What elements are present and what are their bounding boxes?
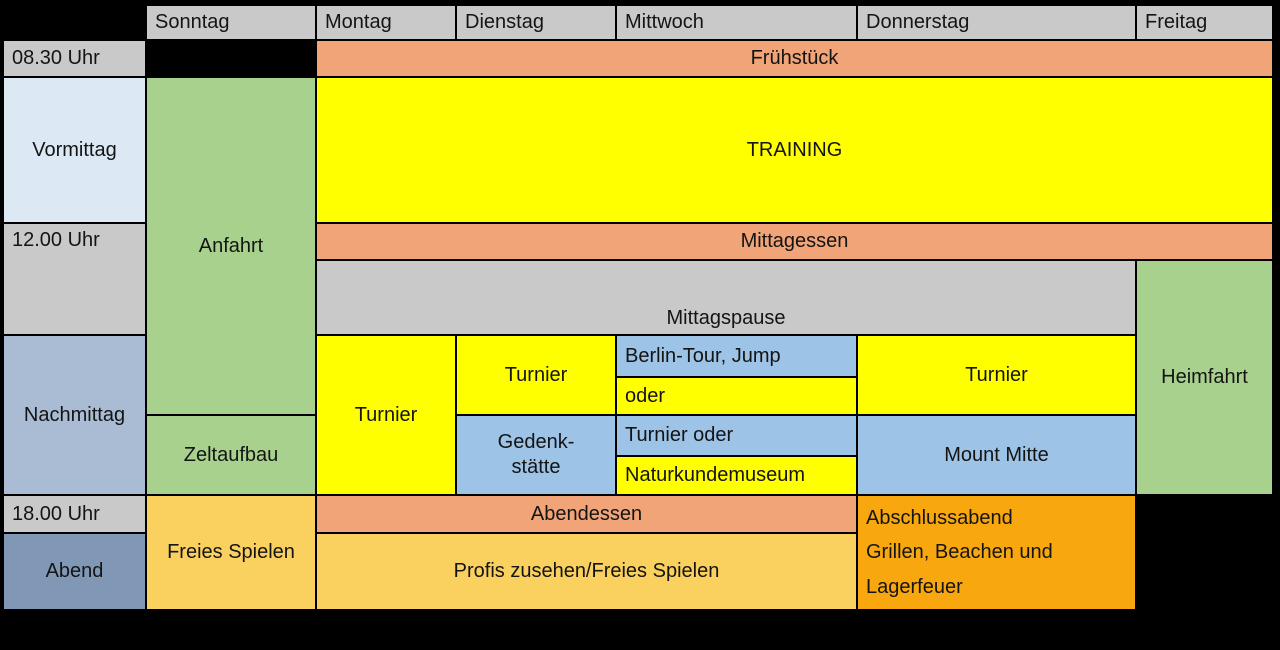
cell-zeltaufbau: Zeltaufbau: [147, 416, 315, 494]
time-label-nachmittag: Nachmittag: [4, 336, 145, 494]
cell-abschlussabend: Abschlussabend Grillen, Beachen und Lage…: [858, 496, 1135, 609]
cell-anfahrt: Anfahrt: [147, 78, 315, 414]
empty-cell-freitag-evening: [1137, 496, 1272, 609]
header-empty-corner-cell: [4, 6, 145, 39]
time-label-1200: 12.00 Uhr: [4, 224, 145, 334]
cell-mittagspause: Mittagspause: [317, 261, 1135, 334]
cell-fruehstueck: Frühstück: [317, 41, 1272, 76]
gedenkstaette-line-1: Gedenk-: [497, 431, 575, 453]
cell-turnier-oder: Turnier oder: [617, 416, 856, 455]
gedenkstaette-line-2: stätte: [511, 456, 561, 478]
header-day-mittwoch: Mittwoch: [617, 6, 856, 39]
cell-gedenkstaette: Gedenk- stätte: [457, 416, 615, 494]
cell-profis-zusehen: Profis zusehen/Freies Spielen: [317, 534, 856, 609]
cell-turnier-donnerstag: Turnier: [858, 336, 1135, 414]
cell-mittagessen: Mittagessen: [317, 224, 1272, 259]
time-label-vormittag: Vormittag: [4, 78, 145, 222]
header-day-freitag: Freitag: [1137, 6, 1272, 39]
time-label-abend: Abend: [4, 534, 145, 609]
cell-abendessen: Abendessen: [317, 496, 856, 532]
abschlussabend-line-2: Grillen, Beachen und: [866, 541, 1053, 563]
weekly-schedule-table: Sonntag Montag Dienstag Mittwoch Donners…: [4, 6, 1272, 609]
cell-freies-spielen: Freies Spielen: [147, 496, 315, 609]
cell-training: TRAINING: [317, 78, 1272, 222]
cell-turnier-montag: Turnier: [317, 336, 455, 494]
header-day-montag: Montag: [317, 6, 455, 39]
cell-berlin-tour-jump: Berlin-Tour, Jump: [617, 336, 856, 376]
cell-turnier-dienstag: Turnier: [457, 336, 615, 414]
header-day-donnerstag: Donnerstag: [858, 6, 1135, 39]
header-day-sonntag: Sonntag: [147, 6, 315, 39]
header-day-dienstag: Dienstag: [457, 6, 615, 39]
abschlussabend-line-1: Abschlussabend: [866, 506, 1013, 529]
abschlussabend-line-3: Lagerfeuer: [866, 575, 963, 598]
cell-mount-mitte: Mount Mitte: [858, 416, 1135, 494]
cell-oder: oder: [617, 378, 856, 414]
time-label-1800: 18.00 Uhr: [4, 496, 145, 532]
empty-cell-sonntag-morning: [147, 41, 315, 76]
time-label-0830: 08.30 Uhr: [4, 41, 145, 76]
cell-naturkundemuseum: Naturkundemuseum: [617, 457, 856, 494]
cell-heimfahrt: Heimfahrt: [1137, 261, 1272, 494]
